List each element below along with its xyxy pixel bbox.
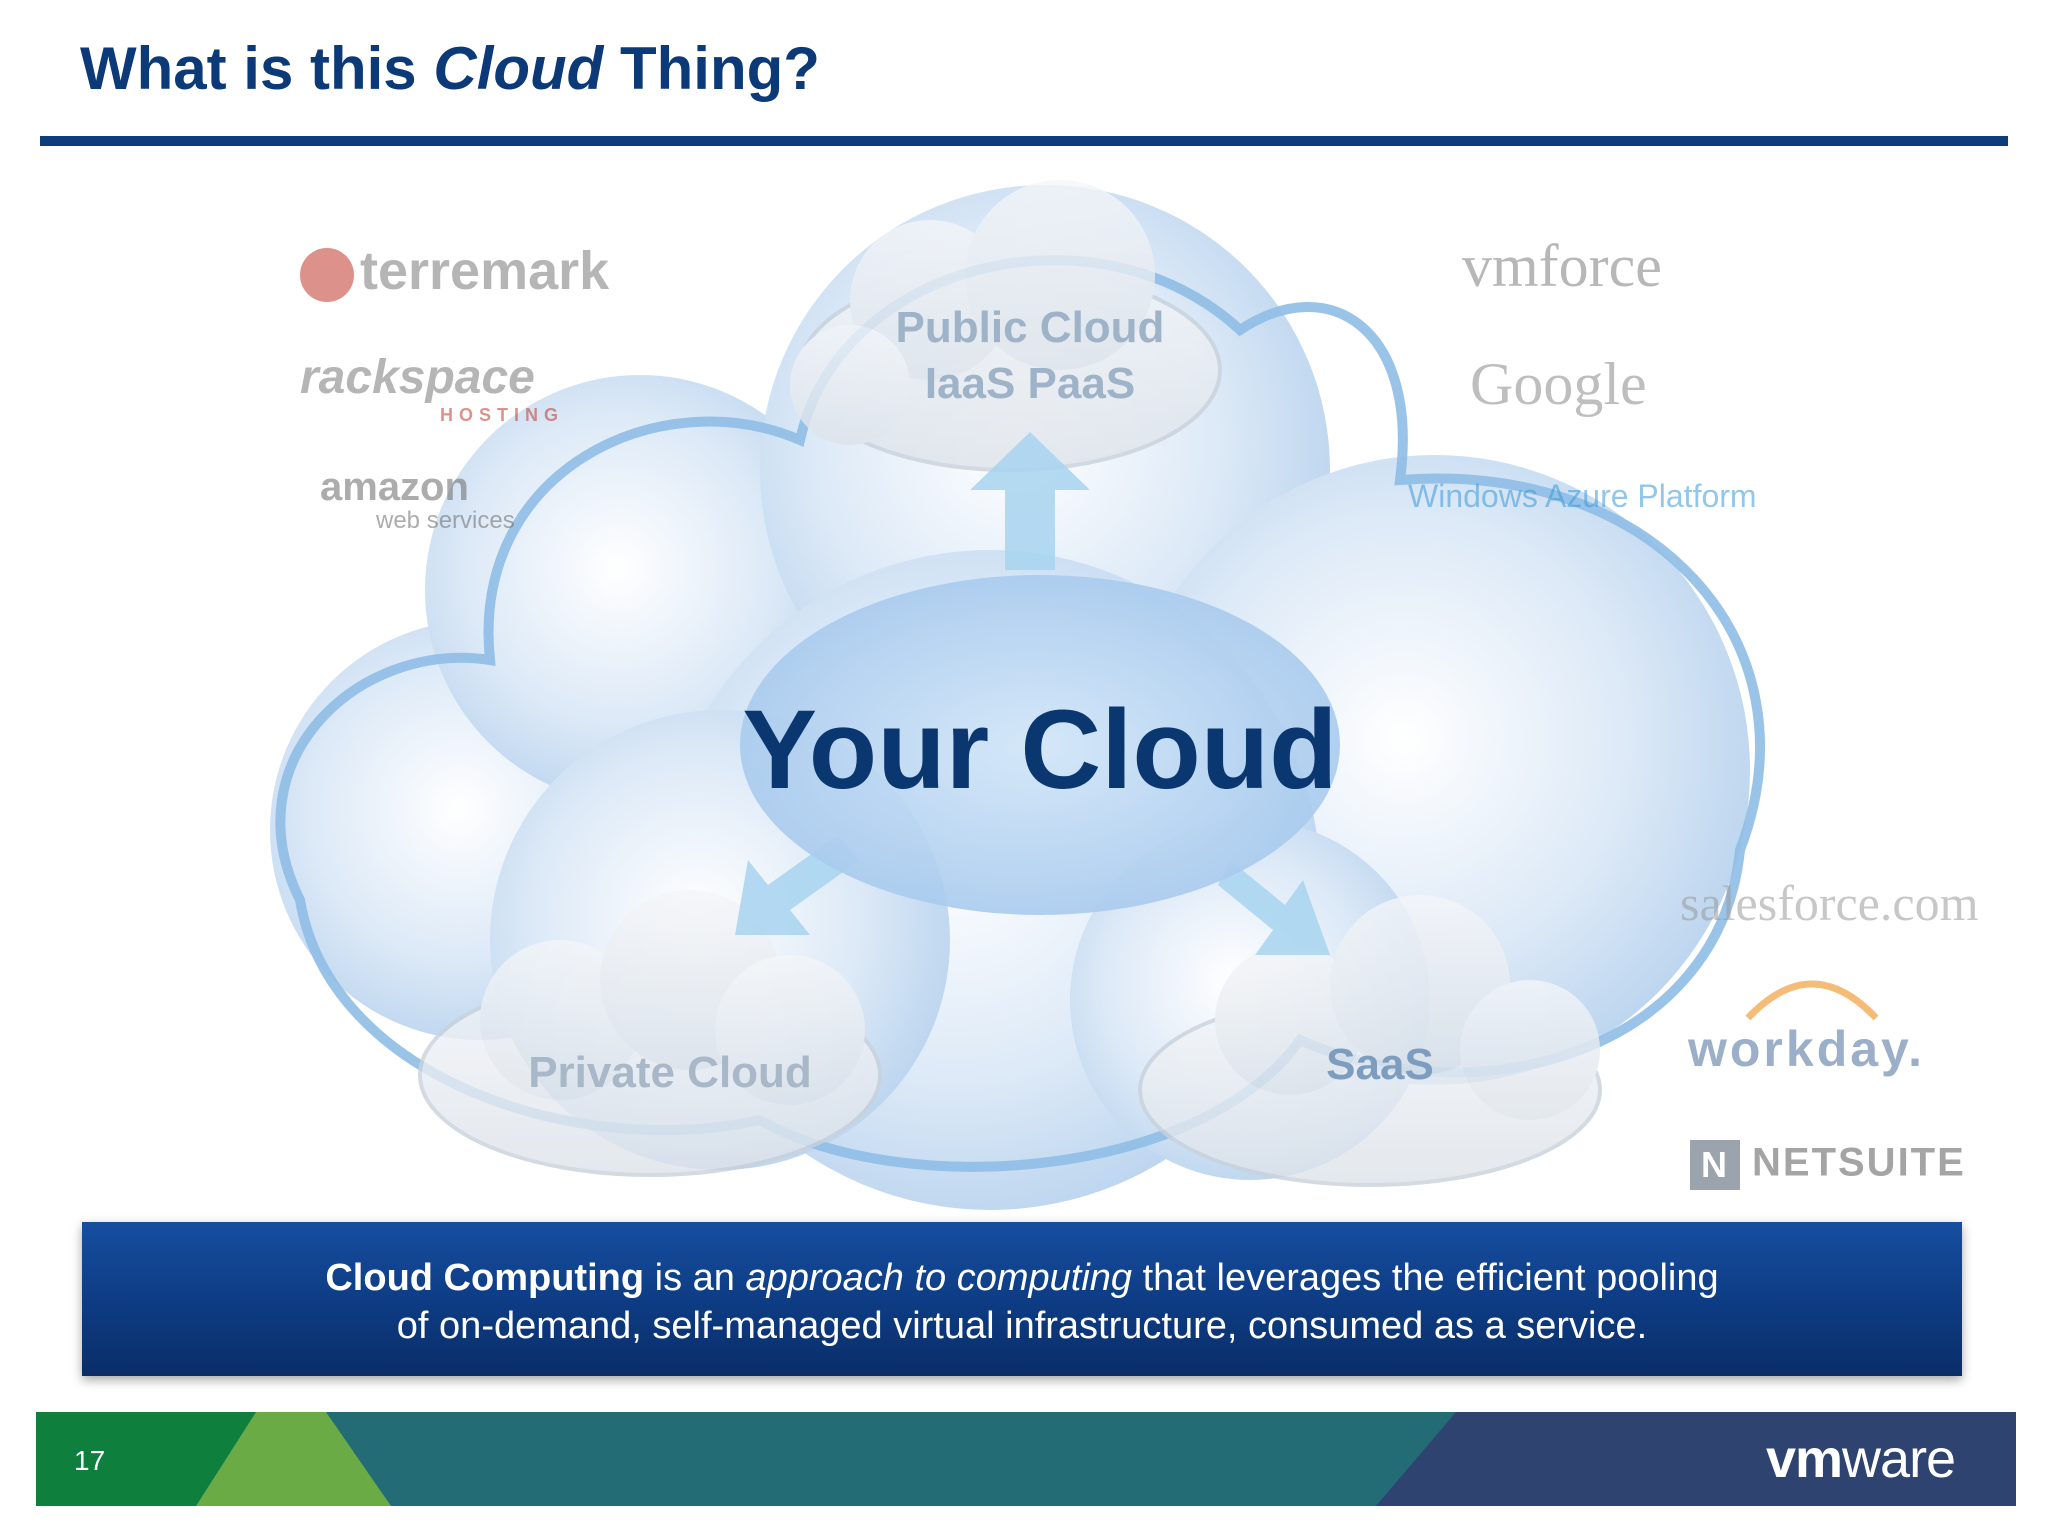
windows-azure-logo: Windows Azure Platform bbox=[1408, 478, 1757, 514]
google-logo: Google bbox=[1470, 351, 1647, 417]
saas-cloud-shape bbox=[1138, 895, 1602, 1187]
vmforce-logo: vmforce bbox=[1462, 233, 1662, 299]
definition-line-2: of on-demand, self-managed virtual infra… bbox=[396, 1305, 1648, 1347]
vmware-logo: vmware bbox=[1766, 1429, 1956, 1489]
workday-logo: workday. bbox=[1688, 1021, 1926, 1077]
saas-label: SaaS bbox=[1326, 1040, 1434, 1089]
title-divider bbox=[40, 136, 2008, 146]
slide-title: What is this Cloud Thing? bbox=[80, 35, 820, 102]
hub-ellipse bbox=[740, 575, 1340, 915]
workday-arc-icon bbox=[1745, 980, 1879, 1021]
terremark-logo: terremark bbox=[300, 240, 609, 302]
salesforce-logo: salesforce.com bbox=[1680, 875, 1979, 931]
private-cloud-label: Private Cloud bbox=[528, 1048, 812, 1097]
definition-box: Cloud Computing is an approach to comput… bbox=[82, 1222, 1962, 1376]
your-cloud-label: Your Cloud bbox=[742, 687, 1338, 812]
page-number: 17 bbox=[74, 1445, 106, 1476]
netsuite-mark-icon: N bbox=[1690, 1140, 1740, 1190]
cloud-graphic bbox=[270, 180, 1879, 1210]
footer-band bbox=[36, 1412, 2016, 1506]
terremark-mark-icon bbox=[300, 247, 354, 302]
public-cloud-shape bbox=[790, 180, 1222, 472]
definition-line-1: Cloud Computing is an approach to comput… bbox=[325, 1257, 1719, 1299]
